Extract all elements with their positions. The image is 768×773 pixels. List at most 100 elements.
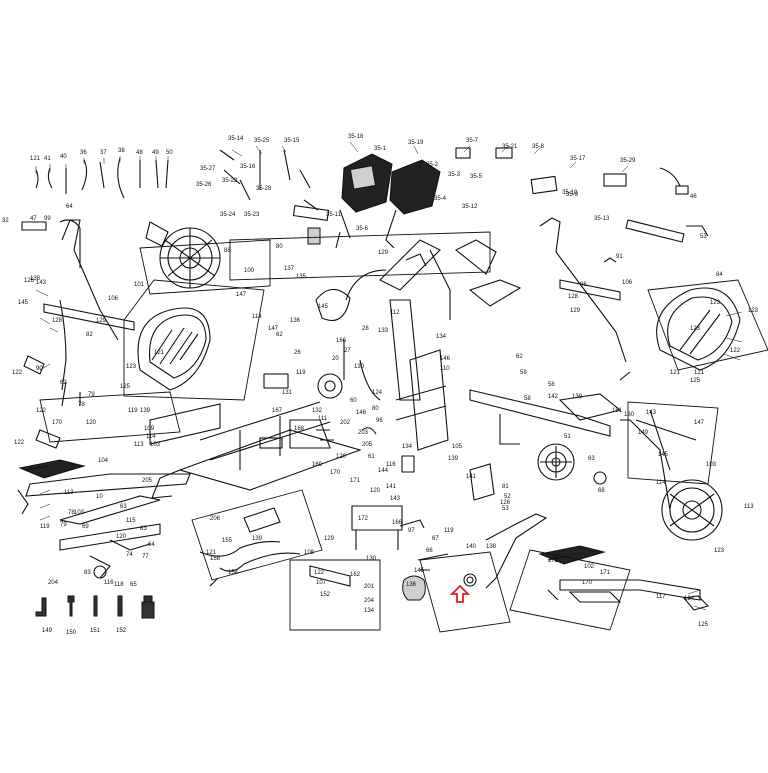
part-number-label: 138	[30, 276, 41, 282]
part-number-label: 48	[136, 150, 143, 156]
part-number-label: 145	[18, 300, 29, 306]
part-number-label: 122	[730, 348, 741, 354]
part-number-label: 143	[36, 280, 47, 286]
hex-key-icon	[93, 595, 98, 617]
part-number-label: 62	[276, 332, 283, 338]
part-number-label: 145	[658, 452, 669, 458]
part-number-label: 204	[48, 580, 59, 586]
part-number-label: 151	[612, 408, 623, 414]
part-number-label: 171	[600, 570, 611, 576]
left-pedal-assembly	[17, 429, 191, 579]
part-number-label: 131	[282, 390, 293, 396]
part-number-label: 79	[60, 522, 67, 528]
part-number-label: 74	[126, 552, 133, 558]
part-number-label: 151	[90, 628, 101, 634]
part-number-label: 106	[108, 296, 119, 302]
part-number-label: 58	[548, 382, 555, 388]
part-number-label: 35-1	[374, 146, 387, 152]
part-number-label: 150	[66, 630, 77, 636]
part-number-label: 130	[366, 556, 377, 562]
part-number-label: 35-23	[244, 212, 260, 218]
part-number-label: 103	[150, 442, 161, 448]
part-number-label: 120	[370, 488, 381, 494]
part-number-label: 35-27	[200, 166, 216, 172]
part-number-label: 20	[332, 356, 339, 362]
part-number-label: 121	[670, 370, 681, 376]
part-number-label: 97	[408, 528, 415, 534]
part-number-label: 114	[252, 314, 262, 320]
part-number-label: 113	[134, 442, 144, 448]
part-number-label: 147	[694, 420, 705, 426]
bolt-icon	[117, 595, 123, 617]
part-number-label: 99	[44, 216, 51, 222]
part-number-label: 110	[440, 366, 450, 372]
left-shroud	[137, 307, 211, 391]
part-number-label: 137	[284, 266, 295, 272]
part-number-label: 83	[84, 570, 91, 576]
part-number-label: 149	[42, 628, 53, 634]
part-number-label: 27	[344, 348, 351, 354]
part-number-label: 132	[312, 408, 323, 414]
part-number-label: 170	[582, 580, 593, 586]
part-number-label: 41	[44, 156, 51, 162]
part-number-label: 103	[74, 510, 85, 516]
part-number-label: 122	[36, 408, 47, 414]
part-number-label: 35-12	[462, 204, 478, 210]
part-number-label: 35-10	[562, 190, 578, 196]
part-number-label: 38	[118, 148, 125, 154]
part-number-label: 35-28	[256, 186, 272, 192]
part-number-label: 129	[378, 250, 389, 256]
part-number-label: 125	[120, 384, 131, 390]
part-number-label: 139	[448, 456, 459, 462]
part-number-label: 114	[146, 434, 156, 440]
part-number-label: 172	[358, 516, 369, 522]
part-number-label: 169	[312, 462, 323, 468]
part-number-label: 102	[584, 564, 595, 570]
part-number-label: 26	[294, 350, 301, 356]
part-number-label: 113	[744, 504, 754, 510]
part-number-label: 124	[684, 596, 695, 602]
part-number-label: 84	[716, 272, 723, 278]
part-number-label: 162	[350, 572, 361, 578]
part-number-label: 136	[290, 318, 301, 324]
part-number-label: 205	[142, 478, 153, 484]
part-number-label: 123	[714, 548, 725, 554]
part-number-label: 35-18	[348, 134, 364, 140]
part-number-label: 145	[414, 568, 425, 574]
part-number-label: 123	[710, 300, 721, 306]
part-number-label: 120	[336, 454, 347, 460]
part-number-label: 126	[24, 278, 35, 284]
part-number-label: 134	[436, 334, 447, 340]
part-number-label: 147	[268, 326, 279, 332]
console-assembly	[219, 147, 709, 249]
part-number-label: 77	[142, 554, 149, 560]
right-shroud	[647, 279, 768, 371]
part-number-label: 82	[86, 332, 93, 338]
right-frame	[469, 389, 719, 511]
part-number-label: 133	[378, 328, 389, 334]
part-number-label: 139	[252, 536, 263, 542]
part-number-label: 123	[748, 308, 759, 314]
part-number-label: 111	[318, 416, 328, 422]
part-number-label: 63	[120, 504, 127, 510]
part-number-label: 32	[2, 218, 9, 224]
center-mast	[315, 239, 522, 451]
up-arrow-icon	[449, 584, 471, 603]
part-number-label: 35-22	[222, 178, 238, 184]
part-number-label: 35-14	[228, 136, 244, 142]
part-number-label: 124	[372, 390, 383, 396]
part-number-label: 68	[598, 488, 605, 494]
part-number-label: 135	[296, 274, 307, 280]
part-number-label: 140	[466, 544, 477, 550]
top-hardware-group	[21, 157, 169, 268]
part-number-label: 147	[236, 292, 247, 298]
part-number-label: 35-4	[434, 196, 447, 202]
part-number-label: 116	[386, 462, 396, 468]
part-number-label: 142	[548, 394, 559, 400]
part-number-label: 80	[276, 244, 283, 250]
part-number-label: 83	[140, 526, 147, 532]
part-number-label: 121	[694, 370, 705, 376]
